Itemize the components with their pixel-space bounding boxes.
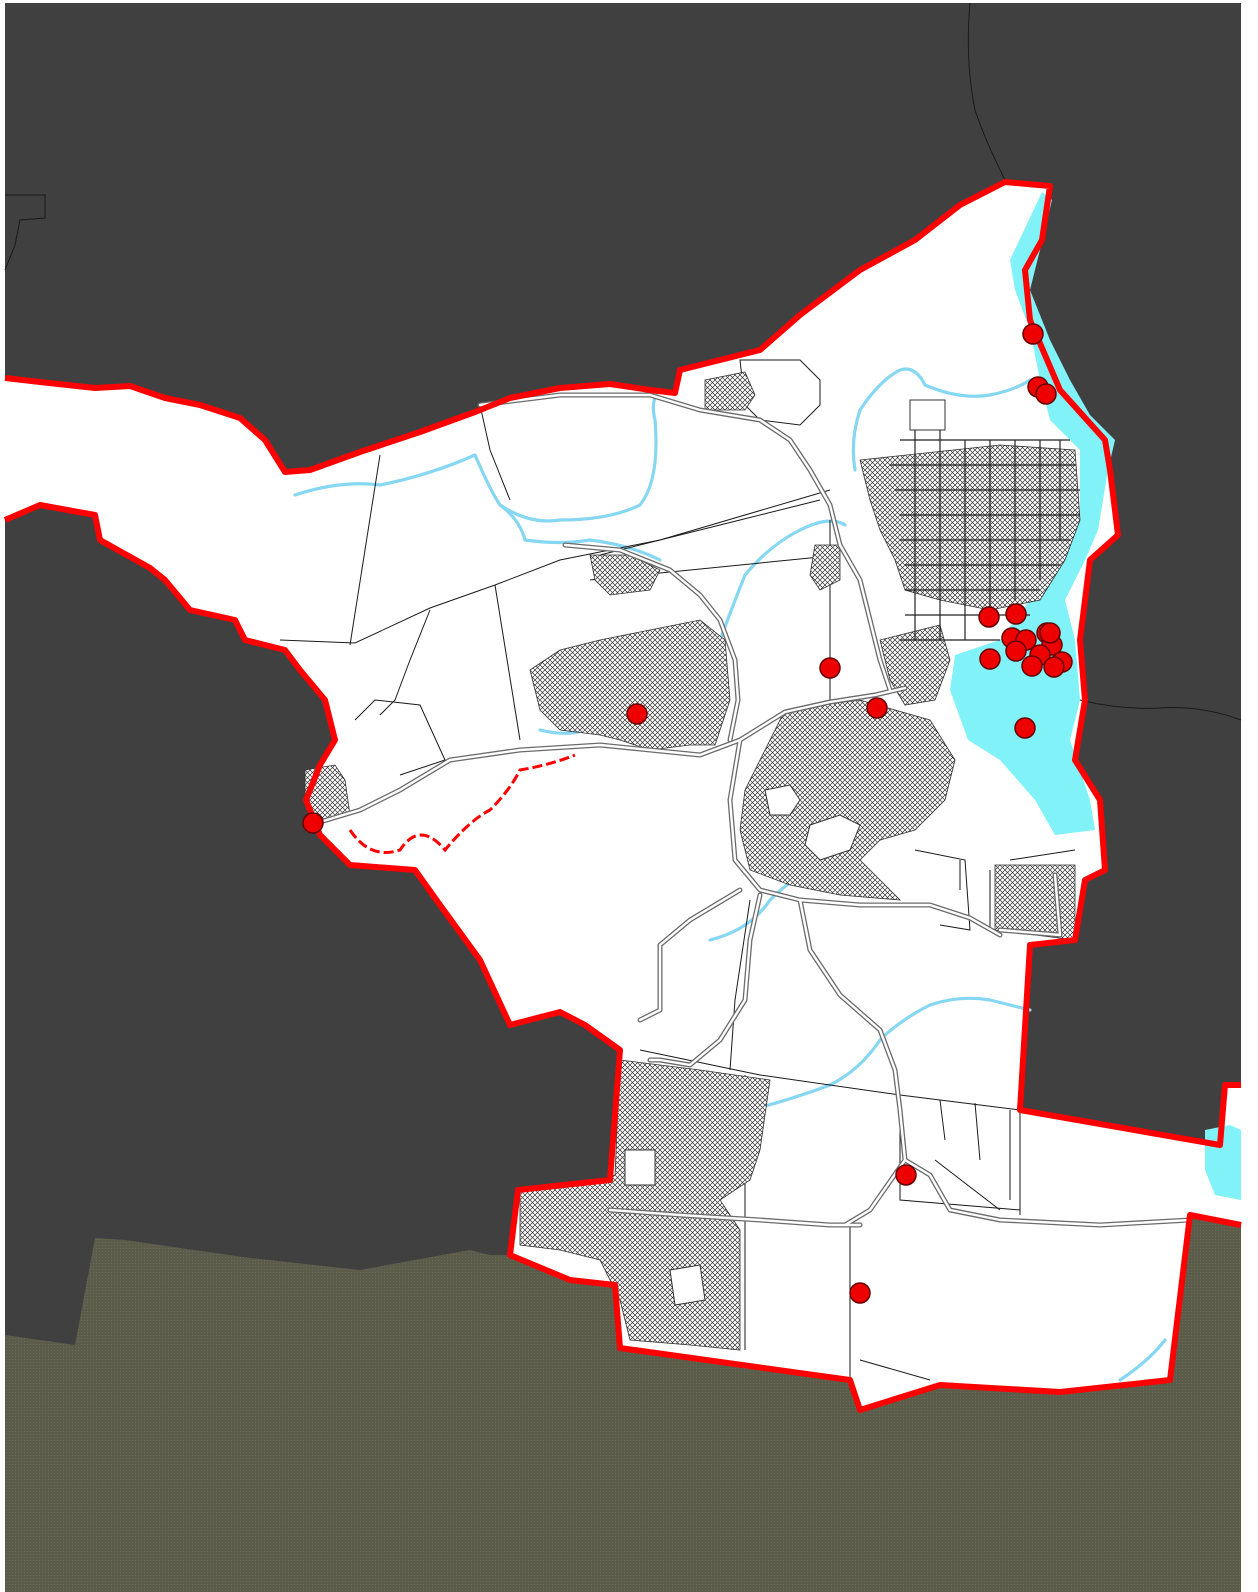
marker-17[interactable]: [866, 697, 888, 719]
study-area-boundary: [3, 179, 1242, 1413]
town-grid: [890, 430, 1080, 641]
marker-10[interactable]: [1005, 640, 1027, 662]
estuary-water: [950, 192, 1115, 835]
marker-13[interactable]: [979, 648, 1001, 670]
marker-18[interactable]: [626, 703, 648, 725]
marker-03[interactable]: [1035, 383, 1057, 405]
marker-16[interactable]: [819, 657, 841, 679]
marker-14[interactable]: [1021, 655, 1043, 677]
marker-22[interactable]: [849, 1282, 871, 1304]
marker-21[interactable]: [895, 1164, 917, 1186]
roads: [307, 392, 1193, 1228]
marker-19[interactable]: [1014, 717, 1036, 739]
boundary-creek-segment: [348, 753, 576, 854]
marker-23[interactable]: [1039, 622, 1061, 644]
marker-01[interactable]: [1022, 323, 1044, 345]
marker-20[interactable]: [302, 812, 324, 834]
marker-05[interactable]: [1005, 603, 1027, 625]
marker-04[interactable]: [978, 606, 1000, 628]
markers: [302, 323, 1073, 1304]
ocean-south: [5, 1215, 1241, 1592]
marker-15[interactable]: [1043, 656, 1065, 678]
